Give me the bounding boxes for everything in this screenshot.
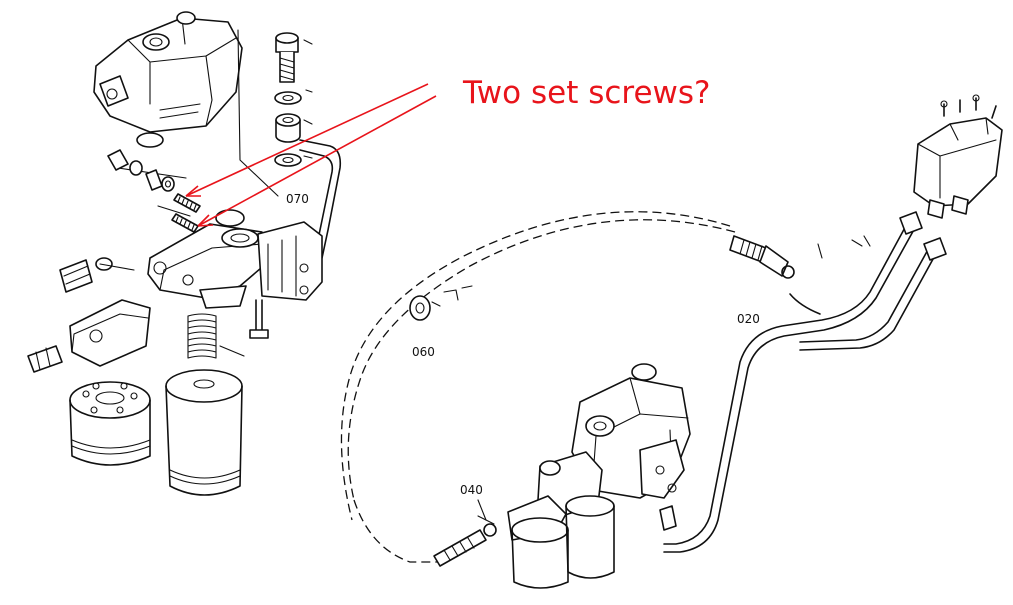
part-label-060: 060 [412, 345, 435, 359]
valve-body [147, 209, 323, 309]
leader-line [477, 499, 487, 521]
metal-tube-020 [663, 225, 917, 553]
leader-marks [817, 235, 871, 259]
oil-filter-left [69, 381, 151, 466]
elbow-fitting [59, 257, 113, 293]
hose-route [340, 211, 731, 521]
installed-filters [507, 451, 615, 589]
filter-head [27, 299, 151, 373]
leader-line [99, 263, 135, 271]
tube-nuts [899, 211, 947, 261]
banjo-bolt-stack [274, 32, 313, 167]
hydraulic-pump [93, 11, 243, 133]
metal-tube [789, 293, 821, 315]
bolt [249, 299, 269, 339]
hose-clamp-060 [409, 285, 473, 321]
leader-line [237, 29, 279, 197]
o-ring [136, 132, 164, 148]
set-screws [171, 193, 201, 233]
hose-route [353, 499, 438, 563]
small-fittings-row [107, 149, 175, 192]
control-valve [913, 94, 1003, 219]
tube-nut [659, 505, 677, 531]
annotation-text: Two set screws? [462, 75, 711, 111]
hose-fitting-bottom [433, 515, 497, 567]
leader-line [219, 345, 245, 357]
metal-tube [799, 245, 931, 343]
part-label-020: 020 [737, 312, 760, 326]
part-label-040: 040 [460, 483, 483, 497]
hose-fitting-top [729, 235, 795, 279]
leader-line [157, 205, 191, 217]
part-label-070: 070 [286, 192, 309, 206]
filter-element-with-spring [165, 313, 243, 496]
pressure-pipe [299, 139, 342, 259]
installed-pump [571, 363, 691, 499]
metal-tube-020 [663, 221, 909, 545]
metal-tube [799, 249, 939, 351]
annotation-arrows [185, 83, 437, 227]
